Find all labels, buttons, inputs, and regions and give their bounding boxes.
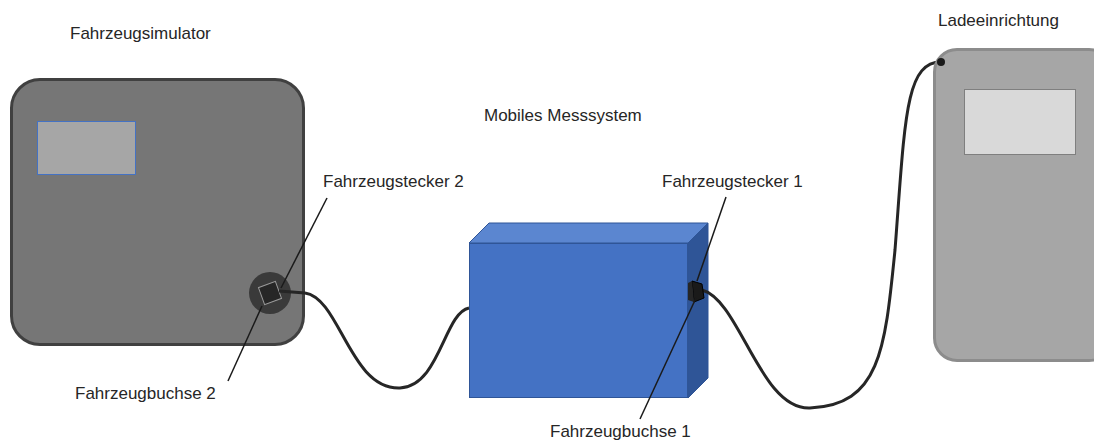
cable bbox=[702, 62, 941, 408]
vehicle-socket bbox=[249, 272, 291, 314]
cable-stub bbox=[279, 291, 305, 293]
display-screen bbox=[964, 89, 1076, 155]
measuring-box: Mobiles Messsystem bbox=[469, 243, 688, 398]
cable bbox=[305, 293, 469, 388]
part-label: Fahrzeugstecker 1 bbox=[662, 172, 803, 192]
leader-line bbox=[640, 298, 696, 419]
leader-line bbox=[228, 306, 262, 381]
node-heading: Ladeeinrichtung bbox=[938, 11, 1059, 31]
box-top-face bbox=[469, 223, 708, 243]
simulator-box: Fahrzeugsimulator bbox=[10, 78, 305, 346]
vehicle-plug bbox=[692, 281, 704, 302]
vehicle-socket bbox=[688, 281, 694, 302]
charger-box: Ladeeinrichtung bbox=[933, 48, 1094, 362]
part-label: Fahrzeugbuchse 2 bbox=[75, 384, 216, 404]
vehicle-plug bbox=[258, 281, 281, 304]
display-screen bbox=[37, 121, 136, 175]
box-side-face bbox=[688, 223, 708, 398]
node-heading: Mobiles Messsystem bbox=[484, 106, 642, 126]
part-label: Fahrzeugbuchse 1 bbox=[550, 422, 691, 442]
leader-line bbox=[281, 198, 327, 288]
leader-line bbox=[697, 197, 726, 281]
part-label: Fahrzeugstecker 2 bbox=[323, 172, 464, 192]
node-heading: Fahrzeugsimulator bbox=[70, 24, 211, 44]
cable-anchor bbox=[937, 58, 945, 66]
